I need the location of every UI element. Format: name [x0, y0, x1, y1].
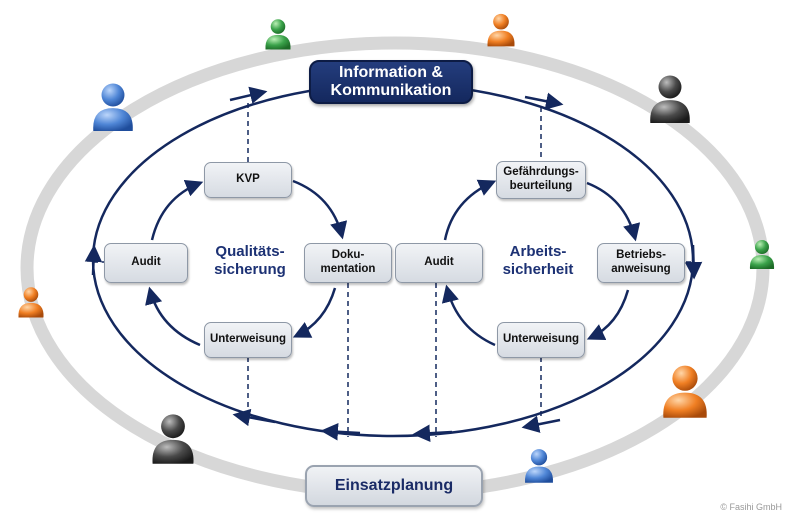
cycle-arrow [292, 179, 348, 240]
left-audit-box: Audit [104, 243, 188, 283]
right-audit-box: Audit [395, 243, 483, 283]
person-icon [650, 75, 690, 124]
cycle-arrow [292, 287, 337, 338]
kvp-box: KVP [204, 162, 292, 198]
person-icon [749, 240, 775, 269]
cycle-arrow [441, 284, 496, 347]
betriebsanweisung-box: Betriebs- anweisung [597, 243, 685, 283]
einsatzplanung-box: Einsatzplanung [305, 465, 483, 507]
dokumentation-box: Doku- mentation [304, 243, 392, 283]
person-icon [487, 13, 515, 47]
ellipse-arrow [684, 244, 703, 280]
cycle-arrow [586, 181, 641, 242]
ellipse-arrow [524, 92, 564, 110]
cycle-arrow [586, 289, 630, 341]
cycle-arrow [443, 179, 497, 241]
person-icon [265, 19, 291, 50]
ellipse-arrow [229, 86, 268, 104]
arbeitssicherheit-label: Arbeits- sicherheit [502, 243, 574, 278]
cycle-arrow [150, 180, 204, 241]
qualitaetssicherung-label: Qualitäts- sicherung [214, 243, 286, 278]
gefaehrdungsbeurteilung-box: Gefährdungs- beurteilung [496, 161, 586, 199]
person-icon [18, 287, 44, 318]
person-icon [152, 414, 194, 464]
information-kommunikation-box: Information & Kommunikation [309, 60, 473, 104]
copyright-notice: © Fasihi GmbH [720, 502, 782, 512]
right-unterweisung-box: Unterweisung [497, 322, 585, 358]
ellipse-arrow [412, 424, 453, 442]
person-icon [524, 449, 554, 483]
cycle-arrow [145, 286, 201, 347]
person-icon [663, 365, 707, 418]
ellipse-arrow [521, 415, 561, 433]
left-unterweisung-box: Unterweisung [204, 322, 292, 358]
ellipse-arrow [232, 408, 276, 427]
ellipse-arrow [320, 423, 361, 441]
person-icon [93, 83, 133, 132]
